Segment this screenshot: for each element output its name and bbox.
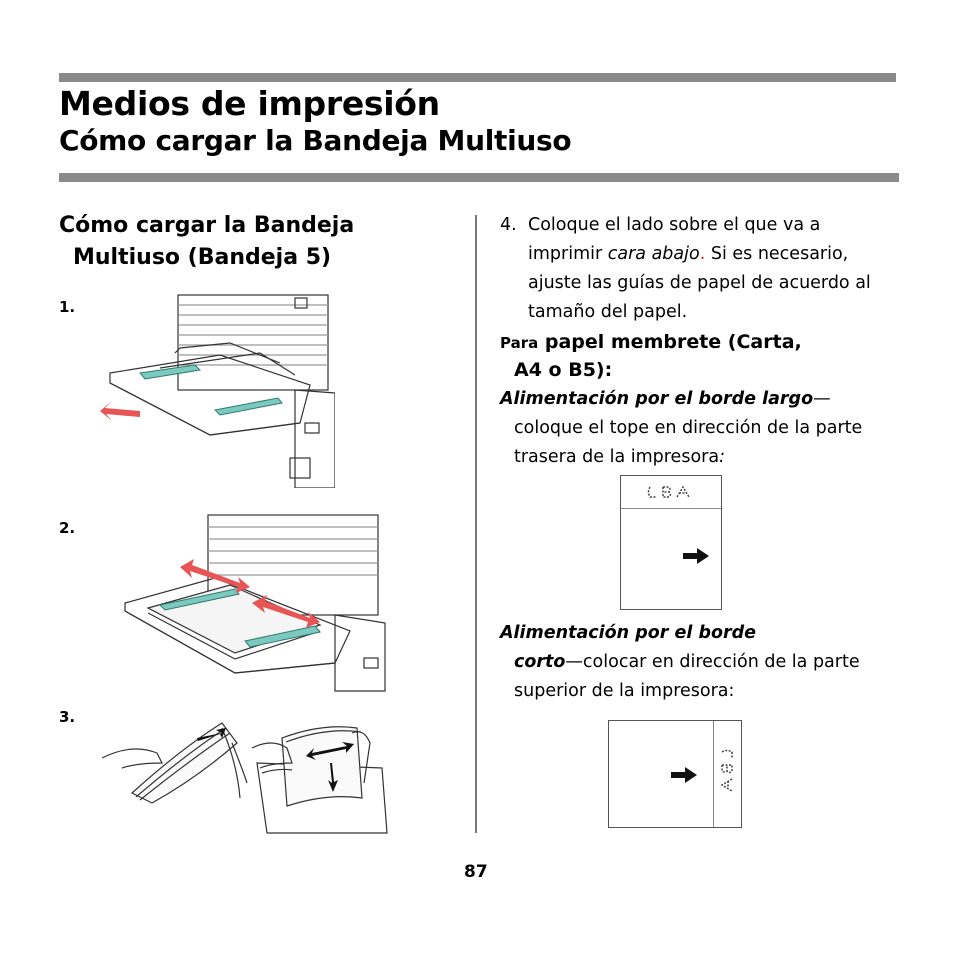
letterhead-abc-icon (720, 749, 733, 792)
section-title-line1: Cómo cargar la Bandeja (59, 213, 355, 238)
step-2-number: 2. (59, 519, 76, 537)
page-title: Medios de impresión (59, 84, 440, 123)
letterhead-heading: Para papel membrete (Carta, A4 o B5): (500, 329, 802, 384)
long-edge-paper-diagram (620, 475, 722, 610)
short-edge-lead1: Alimentación por el borde (500, 623, 757, 643)
paper-loaded-illustration (124, 514, 386, 692)
short-edge-paper-diagram (608, 720, 742, 828)
step-4-emphasis: cara abajo (607, 244, 700, 264)
page-number: 87 (464, 862, 488, 882)
feed-arrow-icon (671, 767, 697, 783)
header-bottom-rule (59, 173, 899, 182)
long-edge-lead: Alimentación por el borde largo (500, 389, 814, 409)
step-4-text: 4. Coloque el lado sobre el que va a imp… (500, 211, 900, 327)
long-edge-dash: — (813, 389, 831, 409)
column-divider (475, 215, 477, 833)
short-edge-feed-text: Alimentación por el borde corto—colocar … (500, 619, 900, 706)
letterhead-heading-small: Para (500, 334, 539, 352)
top-rule (59, 73, 896, 82)
step-4-text-b: Si es necesario, ajuste las guías de pap… (528, 244, 871, 322)
letterhead-heading-line2: A4 o B5): (514, 359, 613, 381)
short-edge-body: —colocar en dirección de la parte superi… (514, 652, 860, 701)
step-3-number: 3. (59, 708, 76, 726)
fan-paper-illustration (102, 722, 388, 834)
short-edge-lead2: corto (514, 652, 566, 672)
long-edge-feed-text: Alimentación por el borde largo— coloque… (500, 385, 900, 472)
long-edge-colon: : (719, 447, 725, 467)
section-title: Cómo cargar la Bandeja Multiuso (Bandeja… (59, 210, 354, 274)
step-4-red-dot: . (699, 244, 706, 264)
page-subtitle: Cómo cargar la Bandeja Multiuso (59, 124, 572, 157)
feed-arrow-icon (683, 548, 709, 564)
long-edge-body: coloque el tope en dirección de la parte… (514, 418, 863, 467)
tray-open-illustration (100, 294, 335, 488)
section-title-line2: Multiuso (Bandeja 5) (73, 245, 332, 270)
step-4-text-a: Coloque el lado sobre el que va a imprim… (528, 215, 821, 264)
step-1-number: 1. (59, 298, 76, 316)
letterhead-heading-line1: papel membrete (Carta, (538, 331, 802, 353)
letterhead-abc-icon (647, 485, 690, 498)
step-4-number: 4. (500, 215, 517, 235)
